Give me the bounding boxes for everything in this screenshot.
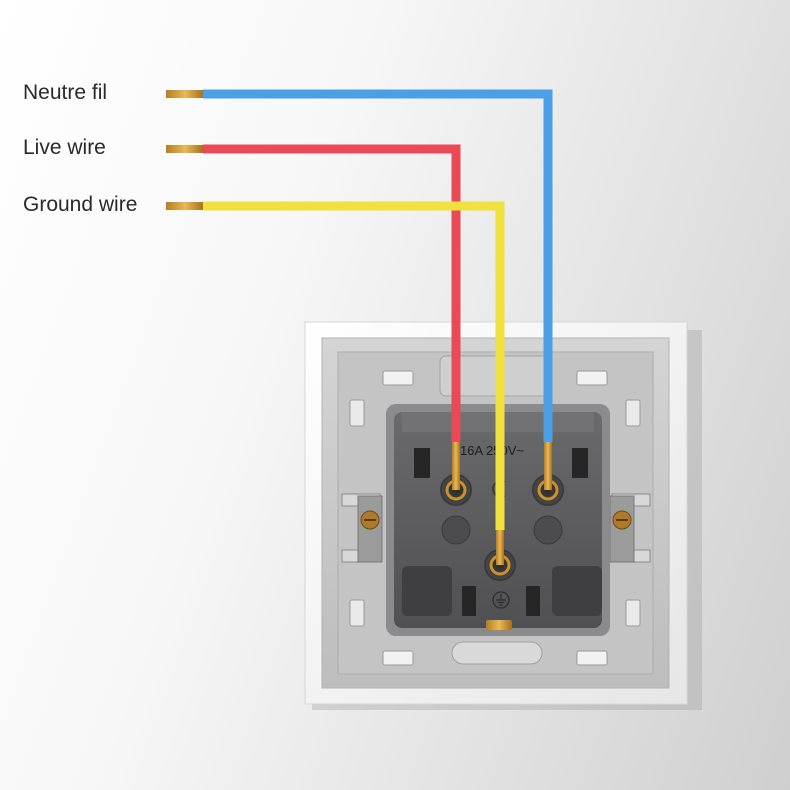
frame-slot xyxy=(382,370,414,386)
ground-wire-end xyxy=(496,530,504,565)
live-wire xyxy=(203,144,461,442)
module-opening xyxy=(414,448,430,478)
frame-slot xyxy=(576,650,608,666)
module-opening xyxy=(572,448,588,478)
neutral-wire-conductor xyxy=(166,90,204,98)
right-mounting-claw xyxy=(609,493,651,563)
frame-slot xyxy=(349,399,365,427)
live-wire-conductor xyxy=(166,145,204,153)
ground-wire-conductor xyxy=(166,202,204,210)
module-opening xyxy=(462,586,476,616)
neutral-wire-end xyxy=(544,442,552,490)
frame-slot xyxy=(349,599,365,627)
frame-oval-slot xyxy=(451,641,543,665)
frame-slot xyxy=(625,399,641,427)
module-block xyxy=(552,566,602,616)
ground-wire-label: Ground wire xyxy=(23,193,138,216)
frame-slot xyxy=(625,599,641,627)
frame-slot xyxy=(576,370,608,386)
live-wire-end xyxy=(452,442,460,490)
left-mounting-claw xyxy=(341,493,383,563)
bottom-clip xyxy=(486,620,512,630)
frame-slot xyxy=(382,650,414,666)
neutral-terminal xyxy=(532,474,564,506)
neutral-wire-label: Neutre fil xyxy=(23,81,108,104)
ground-icon xyxy=(492,591,510,609)
neutral-wire xyxy=(203,89,553,442)
ground-wire xyxy=(203,201,505,530)
live-wire-label: Live wire xyxy=(23,136,106,159)
module-opening xyxy=(526,586,540,616)
terminal-screw xyxy=(533,515,563,545)
socket-rating: 16A 250V~ xyxy=(460,443,524,458)
terminal-screw xyxy=(441,515,471,545)
module-block xyxy=(402,566,452,616)
